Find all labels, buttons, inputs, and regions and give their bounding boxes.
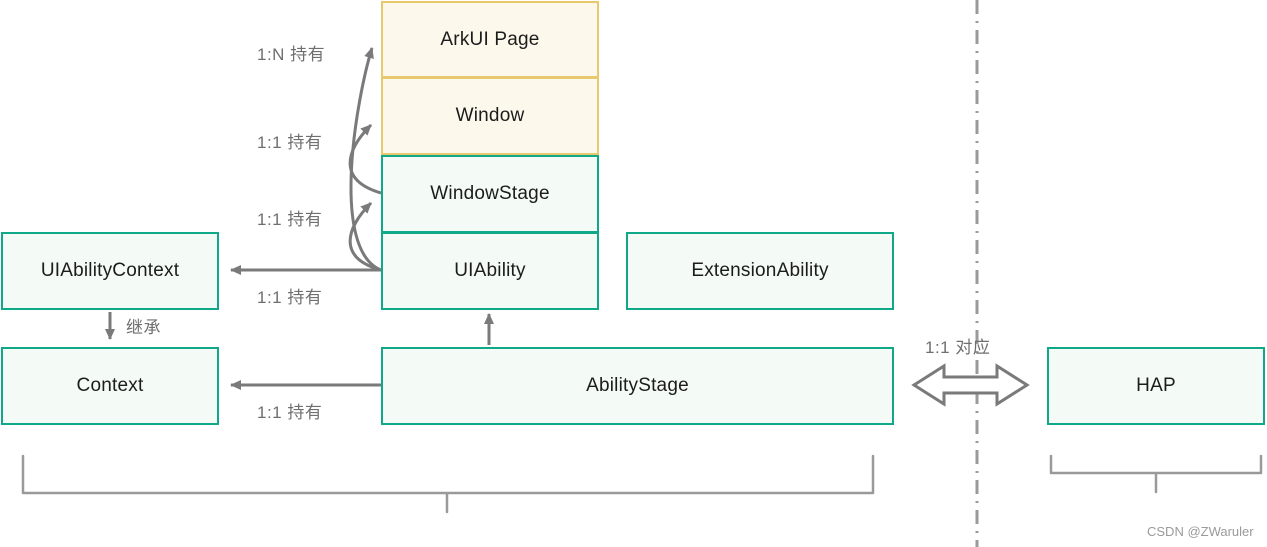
curve-uiability-to-windowstage <box>348 201 382 272</box>
box-label-arkui-page: ArkUI Page <box>440 28 540 50</box>
box-label-ability-stage: AbilityStage <box>586 375 689 396</box>
box-window[interactable]: Window <box>381 77 599 155</box>
curve-windowstage-to-window <box>348 123 382 195</box>
box-label-window: Window <box>455 105 525 126</box>
double-arrow-abilitystage-hap <box>911 363 1030 407</box>
relation-label-window-stage: 1:1 持有 <box>257 210 323 229</box>
box-label-ui-ability-context: UIAbilityContext <box>40 260 180 281</box>
relation-label-window: 1:1 持有 <box>257 133 323 152</box>
box-ability-stage[interactable]: AbilityStage <box>381 347 894 425</box>
relation-label-arkui-page: 1:N 持有 <box>257 45 326 64</box>
bottom-brace-left <box>21 454 875 514</box>
box-ui-ability[interactable]: UIAbility <box>381 232 599 310</box>
bottom-brace-right <box>1049 454 1263 494</box>
box-arkui-page[interactable]: ArkUI Page <box>381 1 599 78</box>
box-label-extension-ability: ExtensionAbility <box>691 260 829 281</box>
curve-uiability-to-arkui-page <box>349 47 382 272</box>
box-window-stage[interactable]: WindowStage <box>381 155 599 233</box>
relation-label-hap: 1:1 对应 <box>925 338 991 357</box>
box-extension-ability[interactable]: ExtensionAbility <box>626 232 894 310</box>
box-hap[interactable]: HAP <box>1047 347 1265 425</box>
box-label-hap: HAP <box>1136 375 1176 396</box>
box-label-context: Context <box>76 375 144 396</box>
relation-label-ui-ability-context: 1:1 持有 <box>257 288 323 307</box>
watermark: CSDN @ZWaruler <box>1147 524 1254 539</box>
relation-label-inherit: 继承 <box>126 318 161 337</box>
relation-label-context: 1:1 持有 <box>257 403 323 422</box>
box-label-window-stage: WindowStage <box>430 183 550 204</box>
box-ui-ability-context[interactable]: UIAbilityContext <box>1 232 219 310</box>
box-label-ui-ability: UIAbility <box>454 260 526 281</box>
box-context[interactable]: Context <box>1 347 219 425</box>
